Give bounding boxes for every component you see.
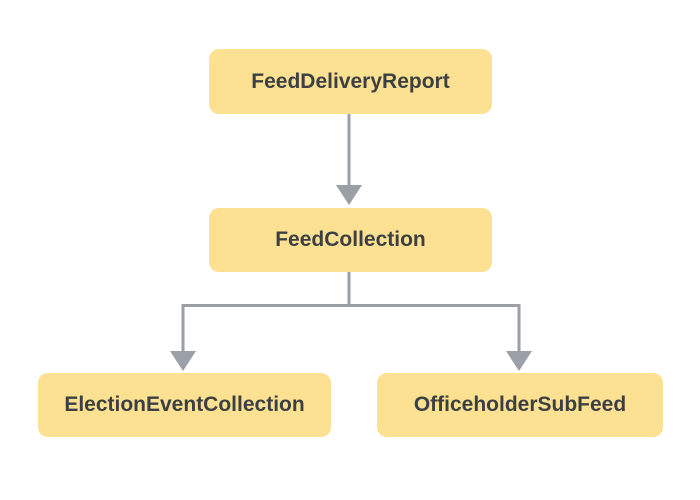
node-label: FeedCollection bbox=[275, 228, 426, 251]
node-label: FeedDeliveryReport bbox=[251, 69, 450, 93]
node-feed-delivery-report: FeedDeliveryReport bbox=[209, 49, 492, 114]
node-election-event-collection: ElectionEventCollection bbox=[38, 373, 331, 437]
arrowhead-down-icon bbox=[336, 185, 362, 205]
node-feed-collection: FeedCollection bbox=[209, 208, 492, 272]
node-label: OfficeholderSubFeed bbox=[413, 393, 627, 416]
node-officeholder-sub-feed: OfficeholderSubFeed bbox=[377, 373, 663, 437]
arrowhead-down-icon bbox=[506, 351, 532, 371]
node-label: ElectionEventCollection bbox=[64, 393, 305, 416]
arrowhead-down-icon bbox=[170, 351, 196, 371]
